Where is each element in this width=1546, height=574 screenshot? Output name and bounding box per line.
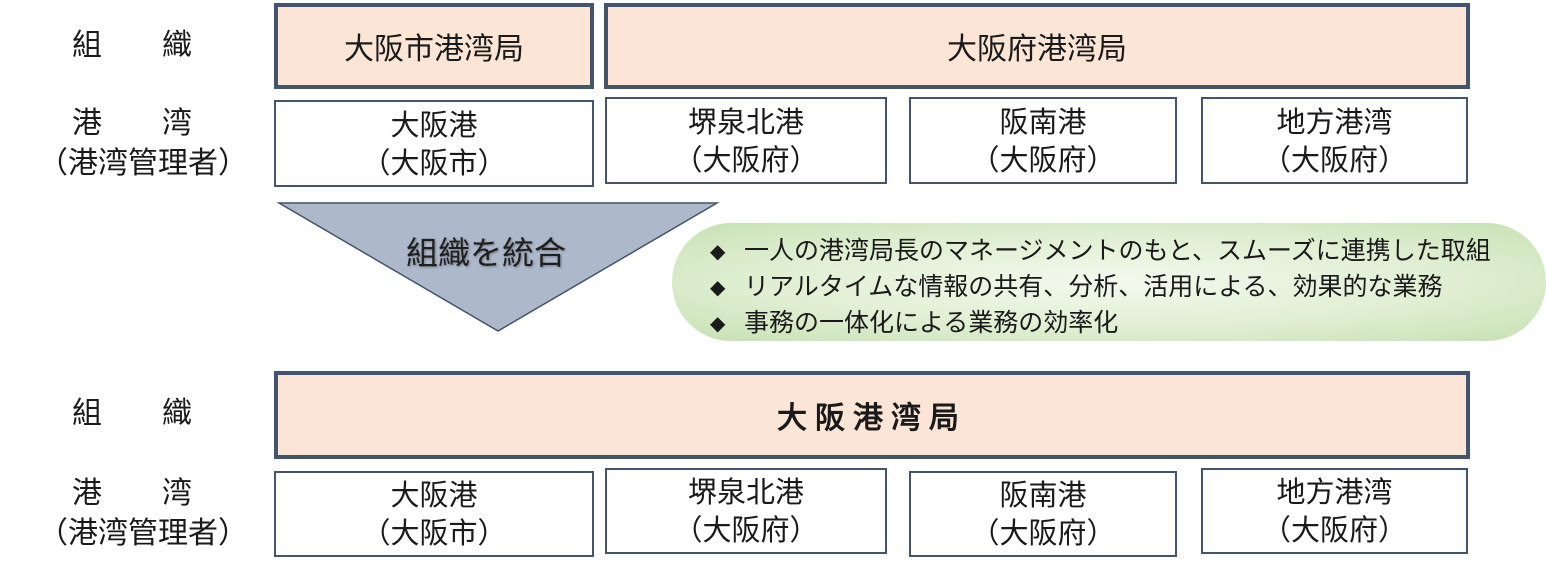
org-box-city-label: 大阪市港湾局: [344, 32, 524, 67]
benefit-item: ◆ 事務の一体化による業務の効率化: [710, 305, 1546, 341]
port-box-hannan-after: 阪南港 （大阪府）: [909, 471, 1177, 557]
merge-arrow: [276, 202, 720, 332]
port-manager: （大阪府）: [970, 516, 1116, 550]
port-manager: （大阪府）: [673, 142, 819, 177]
manager-row-label-after: （港湾管理者）: [38, 516, 248, 551]
port-manager: （大阪府）: [1261, 513, 1407, 547]
port-row-label-before: 港 湾: [72, 106, 192, 141]
port-box-osaka-before: 大阪港 （大阪市）: [274, 100, 594, 187]
port-name: 阪南港: [999, 478, 1087, 512]
org-box-prefecture: 大阪府港湾局: [604, 3, 1470, 89]
benefit-text: 一人の港湾局長のマネージメントのもと、スムーズに連携した取組: [744, 236, 1491, 265]
port-manager: （大阪市）: [361, 516, 507, 550]
diamond-bullet-icon: ◆: [710, 275, 726, 299]
port-name: 地方港湾: [1276, 104, 1393, 139]
port-name: 堺泉北港: [687, 475, 804, 509]
benefit-text: 事務の一体化による業務の効率化: [744, 308, 1119, 337]
port-manager: （大阪府）: [970, 142, 1116, 177]
port-manager: （大阪府）: [1261, 142, 1407, 177]
port-name: 大阪港: [390, 107, 478, 142]
org-row-label-before: 組 織: [72, 28, 192, 63]
port-manager: （大阪市）: [361, 145, 507, 180]
port-box-sakai-after: 堺泉北港 （大阪府）: [605, 468, 887, 554]
benefit-item: ◆ リアルタイムな情報の共有、分析、活用による、効果的な業務: [710, 269, 1546, 305]
diamond-bullet-icon: ◆: [710, 239, 726, 263]
benefits-list: ◆ 一人の港湾局長のマネージメントのもと、スムーズに連携した取組 ◆ リアルタイ…: [672, 223, 1546, 341]
port-row-label-after: 港 湾: [72, 476, 192, 511]
benefits-panel: ◆ 一人の港湾局長のマネージメントのもと、スムーズに連携した取組 ◆ リアルタイ…: [672, 223, 1546, 341]
port-name: 堺泉北港: [687, 104, 804, 139]
manager-row-label-before: （港湾管理者）: [38, 146, 248, 181]
org-row-label-after: 組 織: [72, 396, 192, 431]
port-box-local-after: 地方港湾 （大阪府）: [1201, 468, 1468, 554]
org-box-merged: 大阪港湾局: [274, 371, 1470, 459]
benefit-text: リアルタイムな情報の共有、分析、活用による、効果的な業務: [744, 272, 1443, 301]
diamond-bullet-icon: ◆: [710, 311, 726, 335]
port-name: 大阪港: [390, 478, 478, 512]
port-name: 阪南港: [999, 104, 1087, 139]
port-box-osaka-after: 大阪港 （大阪市）: [274, 471, 594, 557]
port-box-local-before: 地方港湾 （大阪府）: [1201, 97, 1468, 184]
org-box-merged-label: 大阪港湾局: [777, 401, 967, 436]
org-box-prefecture-label: 大阪府港湾局: [947, 32, 1127, 67]
org-box-city: 大阪市港湾局: [274, 3, 594, 89]
benefit-item: ◆ 一人の港湾局長のマネージメントのもと、スムーズに連携した取組: [710, 233, 1546, 269]
port-manager: （大阪府）: [673, 513, 819, 547]
port-box-hannan-before: 阪南港 （大阪府）: [909, 97, 1177, 184]
merge-arrow-label: 組織を統合: [406, 234, 567, 272]
port-box-sakai-before: 堺泉北港 （大阪府）: [605, 97, 887, 184]
port-name: 地方港湾: [1276, 475, 1393, 509]
